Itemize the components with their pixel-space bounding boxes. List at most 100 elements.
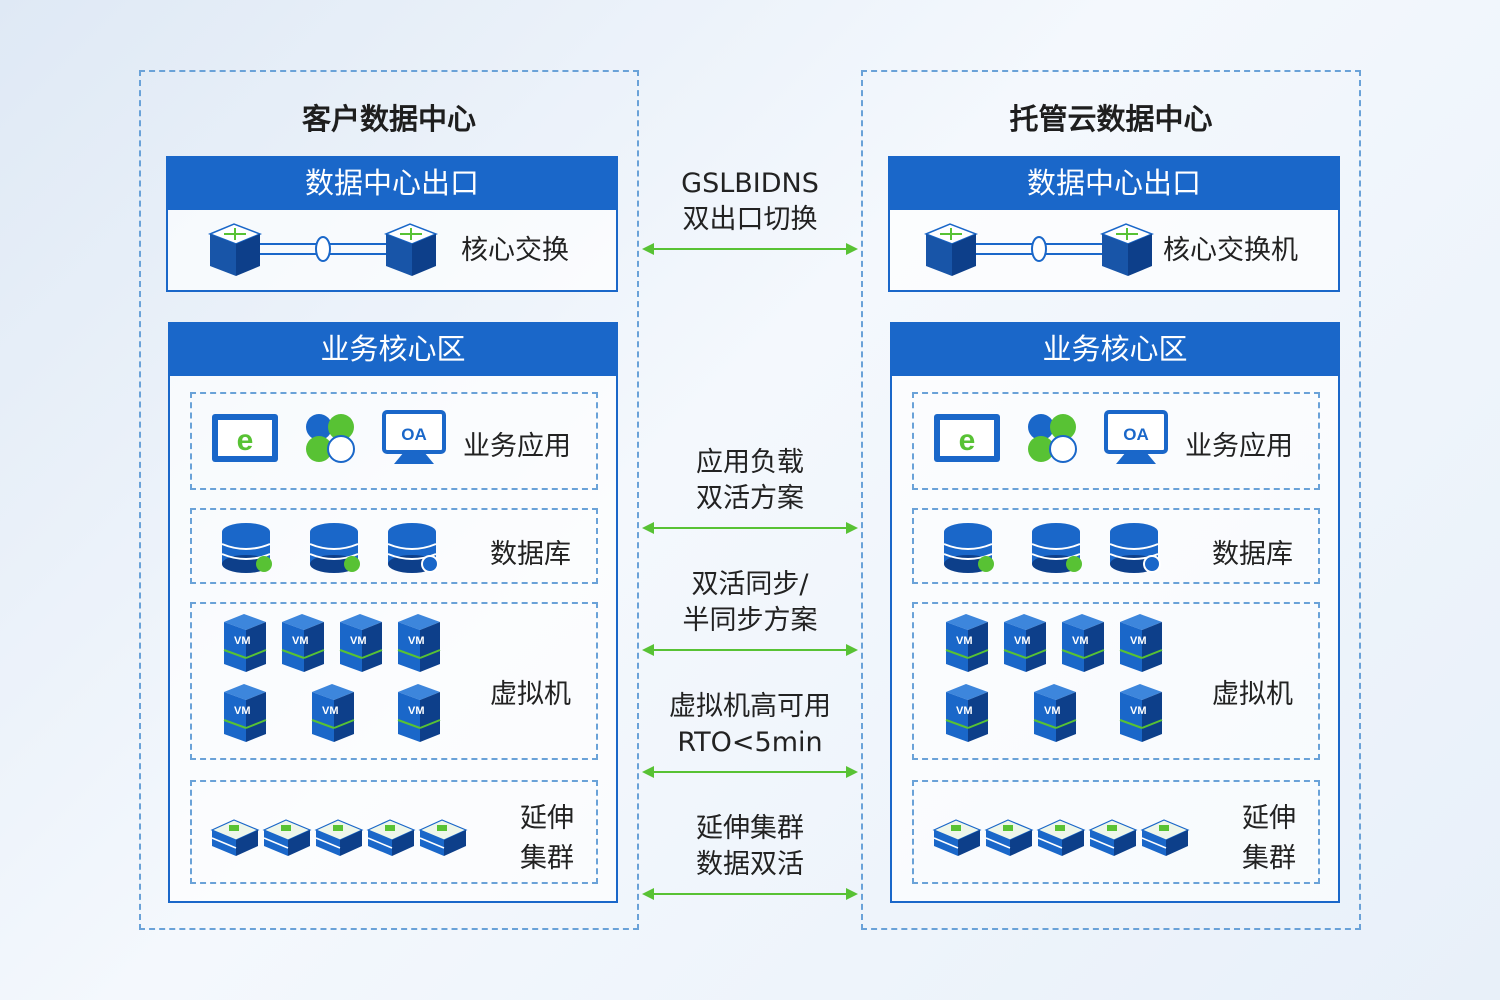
cluster-node-icon bbox=[418, 819, 468, 856]
cluster-node-icon bbox=[932, 819, 982, 856]
svg-text:VM: VM bbox=[234, 705, 251, 717]
svg-text:VM: VM bbox=[408, 705, 425, 717]
link-label-gslb: GSLBIDNS 双出口切换 bbox=[640, 166, 860, 238]
link-label-app-load: 应用负载 双活方案 bbox=[640, 445, 860, 517]
bidirectional-arrow-icon bbox=[642, 644, 858, 656]
cluster-node-icon bbox=[984, 819, 1034, 856]
ie-browser-icon: e bbox=[212, 414, 278, 462]
business-apps-zone: e OA 业务应用 bbox=[190, 392, 598, 490]
vm-icon: VM bbox=[339, 614, 383, 672]
cluster-node-icon bbox=[1088, 819, 1138, 856]
datacenter-exit-panel: 数据中心出口 核心交换机 bbox=[888, 156, 1340, 292]
bidirectional-arrow-icon bbox=[642, 888, 858, 900]
cluster-node-icon bbox=[314, 819, 364, 856]
vm-icon: VM bbox=[1119, 614, 1163, 672]
cluster-label-line1: 延伸 bbox=[520, 803, 574, 834]
link-label-line1: 延伸集群 bbox=[696, 813, 804, 844]
hosted-cloud-datacenter: 托管云数据中心 数据中心出口 核心交换机 业务核心区 bbox=[861, 70, 1361, 930]
link-label-line1: 双活同步/ bbox=[691, 569, 809, 600]
datacenter-title: 客户数据中心 bbox=[301, 102, 476, 136]
stretched-cluster-zone: 延伸 集群 bbox=[190, 780, 598, 884]
panel-header: 业务核心区 bbox=[892, 324, 1338, 376]
business-core-panel: 业务核心区 e OA 业务应用 bbox=[168, 322, 618, 903]
vm-icon: VM bbox=[1119, 684, 1163, 742]
link-label-line2: 双出口切换 bbox=[682, 204, 818, 235]
core-switch-pair-icon bbox=[208, 223, 438, 276]
cluster-label-line2: 集群 bbox=[520, 843, 574, 874]
core-switch-label: 核心交换 bbox=[461, 235, 569, 266]
svg-text:e: e bbox=[237, 424, 254, 457]
vm-icon: VM bbox=[397, 614, 441, 672]
vm-icon: VM bbox=[311, 684, 355, 742]
vm-icon: VM bbox=[397, 684, 441, 742]
svg-text:VM: VM bbox=[1130, 705, 1147, 717]
bidirectional-arrow-icon bbox=[642, 522, 858, 534]
database-zone: 数据库 bbox=[912, 508, 1320, 584]
link-label-line1: 虚拟机高可用 bbox=[669, 691, 831, 722]
svg-text:VM: VM bbox=[292, 635, 309, 647]
virtual-machine-label: 虚拟机 bbox=[490, 679, 571, 710]
vm-icon: VM bbox=[1061, 614, 1105, 672]
business-apps-zone: e OA 业务应用 bbox=[912, 392, 1320, 490]
datacenter-exit-panel: 数据中心出口 核心交换 bbox=[166, 156, 618, 292]
panel-header: 数据中心出口 bbox=[168, 158, 616, 210]
svg-text:e: e bbox=[959, 424, 976, 457]
cluster-node-icon bbox=[262, 819, 312, 856]
vm-icon: VM bbox=[945, 684, 989, 742]
vm-icon: VM bbox=[281, 614, 325, 672]
link-label-stretched-cluster: 延伸集群 数据双活 bbox=[640, 811, 860, 883]
switch-icon bbox=[208, 223, 263, 276]
datacenter-title: 托管云数据中心 bbox=[1009, 102, 1213, 136]
svg-text:OA: OA bbox=[401, 425, 427, 444]
svg-text:VM: VM bbox=[408, 635, 425, 647]
svg-text:VM: VM bbox=[1014, 635, 1031, 647]
cluster-node-icon bbox=[1140, 819, 1190, 856]
svg-text:VM: VM bbox=[1044, 705, 1061, 717]
svg-text:VM: VM bbox=[956, 705, 973, 717]
virtual-machine-zone: 虚拟机 VM VM VM VM VM VM VM bbox=[190, 602, 598, 760]
business-apps-label: 业务应用 bbox=[463, 431, 571, 462]
panel-header: 业务核心区 bbox=[170, 324, 616, 376]
panel-header: 数据中心出口 bbox=[890, 158, 1338, 210]
sql-server-db-icon bbox=[309, 523, 360, 573]
vm-icon: VM bbox=[223, 684, 267, 742]
svg-text:VM: VM bbox=[322, 705, 339, 717]
svg-text:VM: VM bbox=[956, 635, 973, 647]
mysql-db-icon bbox=[387, 523, 439, 573]
switch-icon bbox=[1099, 223, 1154, 276]
svg-text:OA: OA bbox=[1123, 425, 1149, 444]
link-label-line2: 数据双活 bbox=[696, 849, 804, 880]
sql-server-db-icon bbox=[1031, 523, 1082, 573]
vm-icon: VM bbox=[223, 614, 267, 672]
cluster-label-line2: 集群 bbox=[1242, 843, 1296, 874]
cluster-node-icon bbox=[366, 819, 416, 856]
mysql-db-icon bbox=[1109, 523, 1161, 573]
stretched-cluster-zone: 延伸 集群 bbox=[912, 780, 1320, 884]
database-label: 数据库 bbox=[1212, 539, 1293, 570]
link-label-line2: RTO<5min bbox=[677, 727, 823, 758]
cluster-label-line1: 延伸 bbox=[1242, 803, 1296, 834]
clover-app-icon bbox=[1028, 414, 1077, 463]
sql-server-db-icon bbox=[943, 523, 994, 573]
svg-text:VM: VM bbox=[1072, 635, 1089, 647]
oa-system-icon: OA bbox=[382, 410, 446, 464]
link-label-line2: 双活方案 bbox=[696, 483, 804, 514]
sql-server-db-icon bbox=[221, 523, 272, 573]
bidirectional-arrow-icon bbox=[642, 766, 858, 778]
ie-browser-icon: e bbox=[934, 414, 1000, 462]
svg-text:VM: VM bbox=[350, 635, 367, 647]
link-label-vm-ha: 虚拟机高可用 RTO<5min bbox=[640, 689, 860, 761]
vm-icon: VM bbox=[1033, 684, 1077, 742]
core-switch-pair-icon bbox=[924, 223, 1154, 276]
oa-system-icon: OA bbox=[1104, 410, 1168, 464]
core-switch-label: 核心交换机 bbox=[1163, 235, 1298, 266]
cluster-node-icon bbox=[210, 819, 260, 856]
link-label-line1: 应用负载 bbox=[696, 447, 804, 478]
business-apps-label: 业务应用 bbox=[1185, 431, 1293, 462]
clover-app-icon bbox=[306, 414, 355, 463]
link-label-line2: 半同步方案 bbox=[682, 605, 818, 636]
database-label: 数据库 bbox=[490, 539, 571, 570]
svg-text:VM: VM bbox=[234, 635, 251, 647]
switch-icon bbox=[924, 223, 979, 276]
